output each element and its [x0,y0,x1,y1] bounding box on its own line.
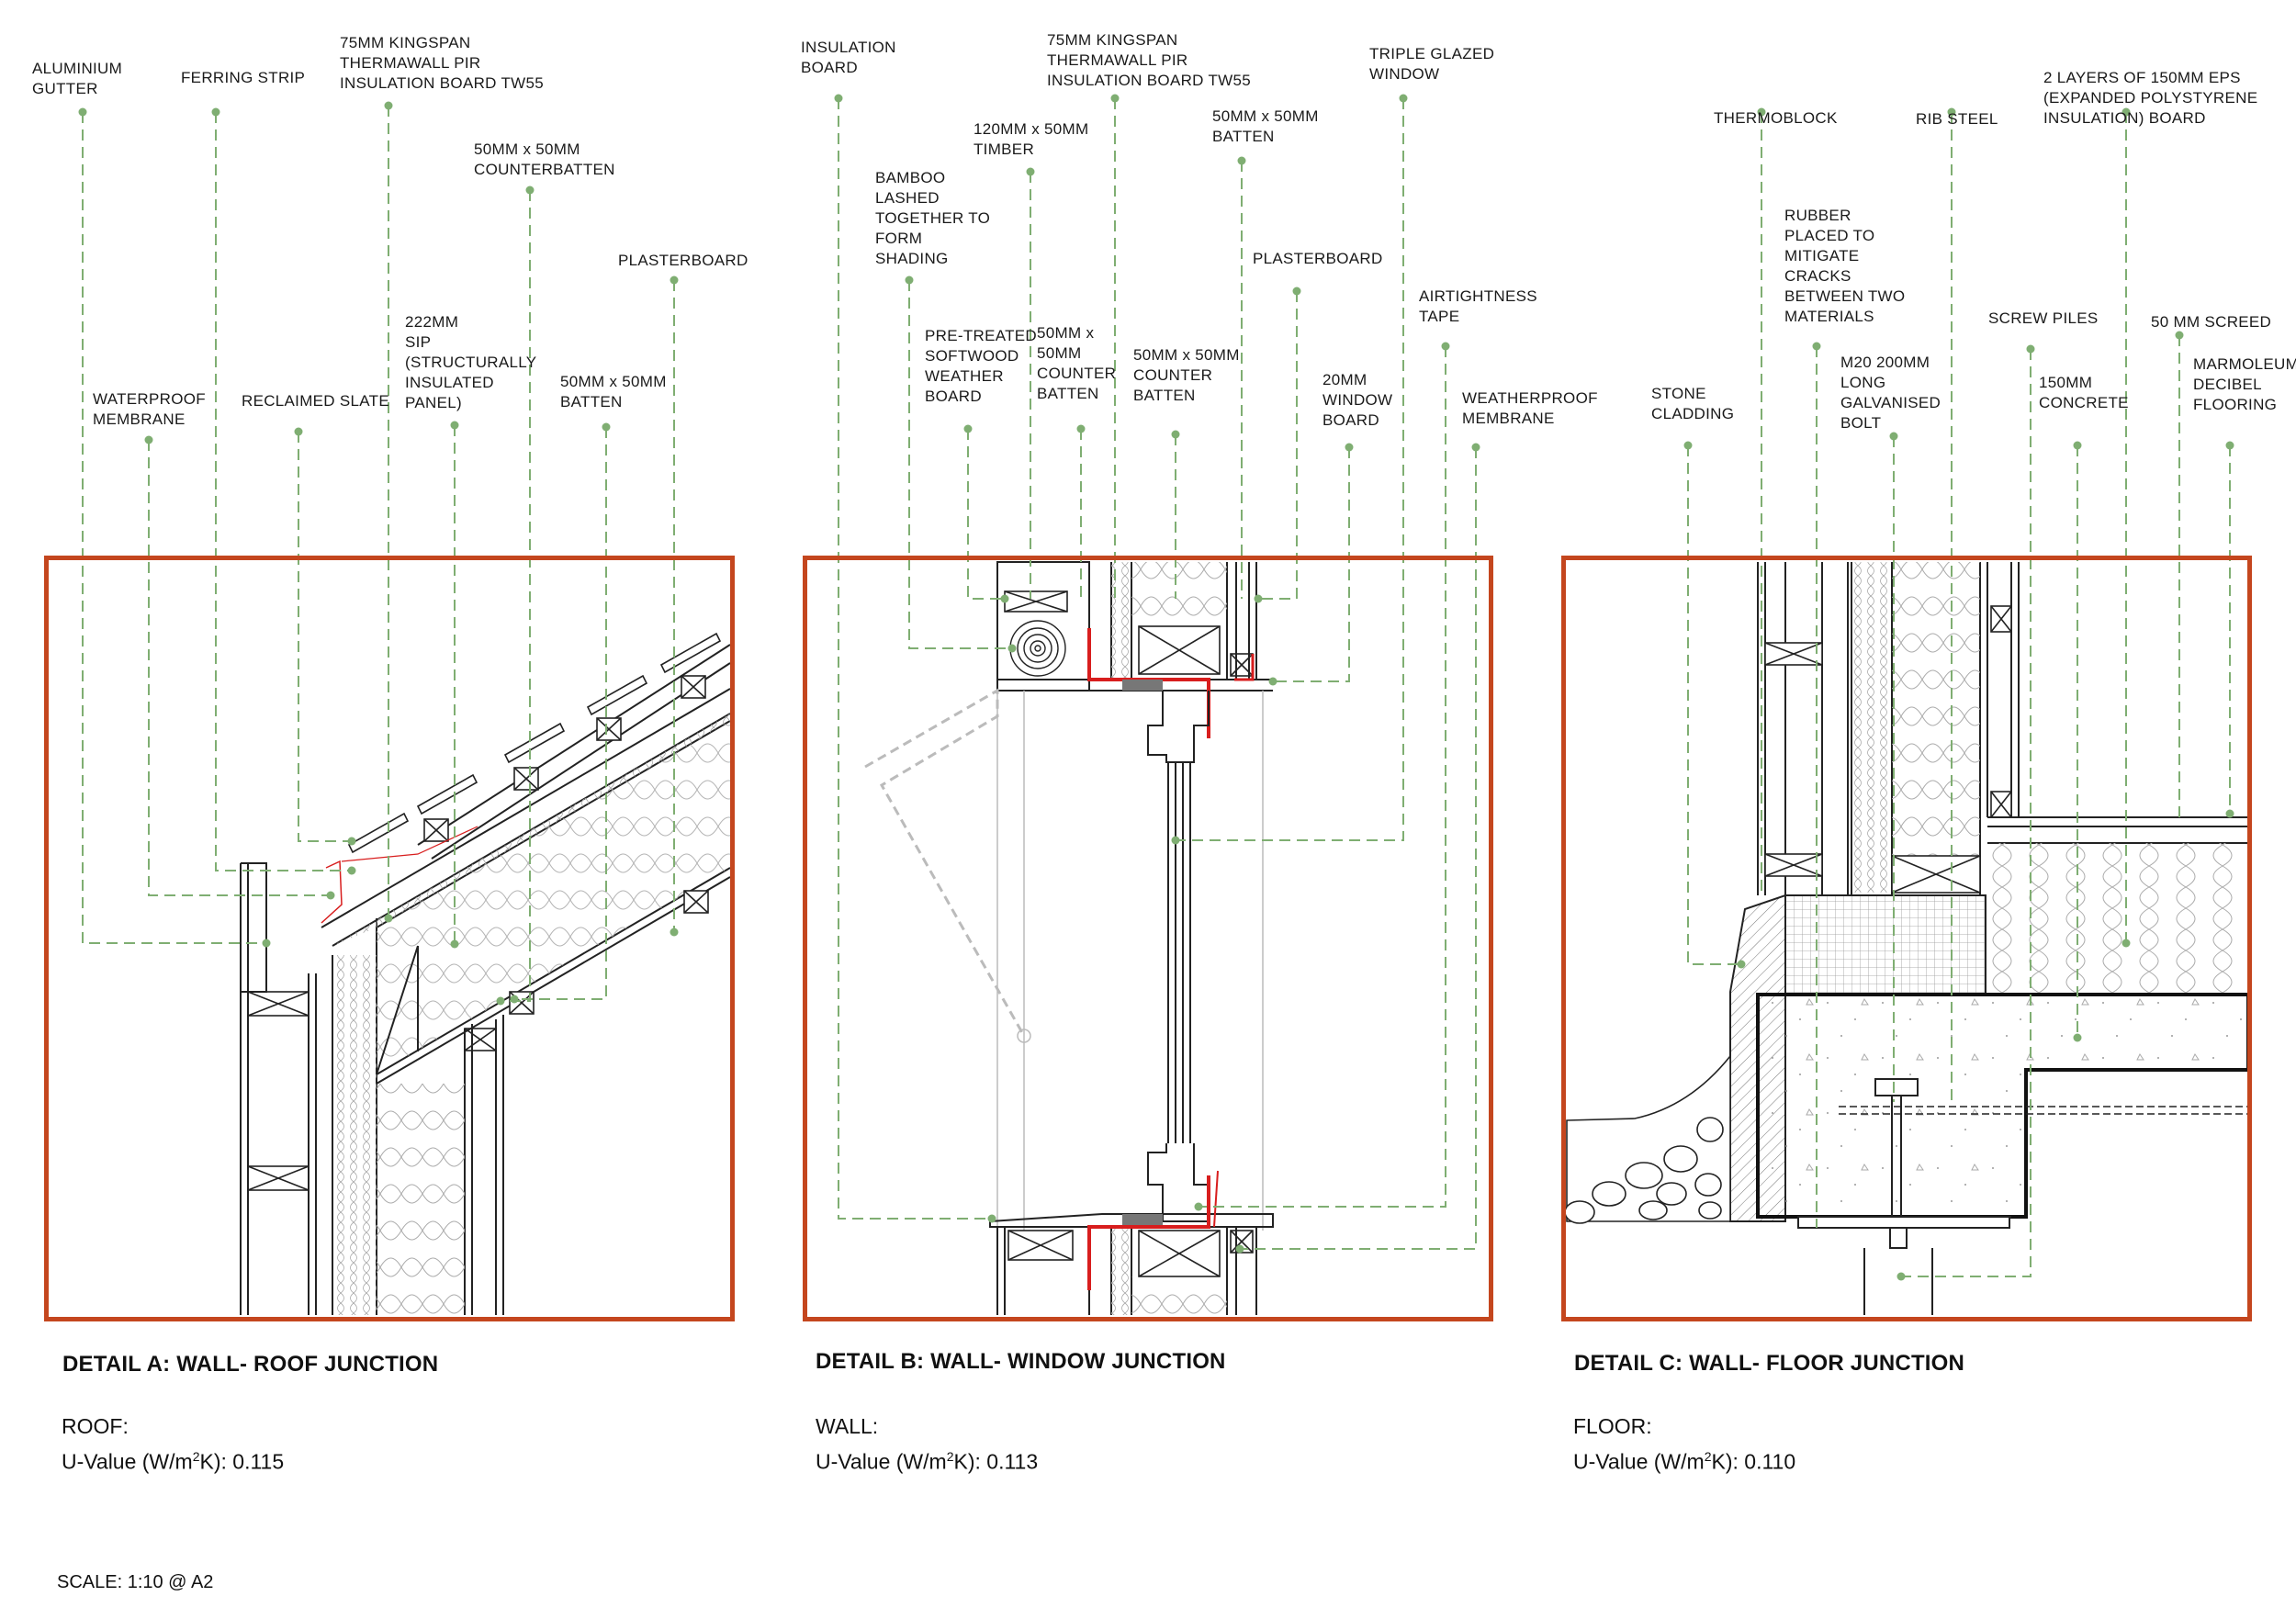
u-value-prefix: U-Value (W/m [62,1449,193,1474]
label-counterbatten-a: 50MM x 50MM COUNTERBATTEN [474,141,615,178]
u-value-sup: 2 [1704,1449,1712,1464]
label-batten-a: 50MM x 50MM BATTEN [560,373,667,410]
detail-b-frame [803,556,1493,1321]
detail-a-title: DETAIL A: WALL- ROOF JUNCTION [62,1352,439,1377]
label-window-board: 20MM WINDOW BOARD [1322,371,1393,429]
label-timber-120x50: 120MM x 50MM TIMBER [974,120,1089,158]
label-kingspan-b: 75MM KINGSPAN THERMAWALL PIR INSULATION … [1047,31,1251,89]
u-value-suffix: K): 0.110 [1711,1449,1796,1474]
leader-dots [78,94,2234,1281]
leader-lines [82,98,2231,1277]
label-concrete: 150MM CONCRETE [2039,374,2129,411]
detail-b-drawing [864,561,1274,1315]
label-thermoblock: THERMOBLOCK [1714,109,1838,127]
label-triple-glazed-window: TRIPLE GLAZED WINDOW [1369,45,1495,83]
label-plasterboard-b: PLASTERBOARD [1253,250,1383,267]
label-airtightness-tape: AIRTIGHTNESS TAPE [1419,287,1537,325]
label-counter-batten-b1: 50MM x 50MM COUNTER BATTEN [1037,324,1117,402]
detail-c-title: DETAIL C: WALL- FLOOR JUNCTION [1574,1351,1965,1376]
label-bamboo-shading: BAMBOO LASHED TOGETHER TO FORM SHADING [875,169,991,267]
detail-a-element-label: ROOF: [62,1414,129,1438]
label-galvanised-bolt: M20 200MM LONG GALVANISED BOLT [1840,354,1941,432]
label-rib-steel: RIB STEEL [1916,110,1998,128]
label-counter-batten-b2: 50MM x 50MM COUNTER BATTEN [1133,346,1240,404]
label-kingspan-a: 75MM KINGSPAN THERMAWALL PIR INSULATION … [340,34,544,92]
label-batten-b: 50MM x 50MM BATTEN [1212,107,1319,145]
label-rubber: RUBBER PLACED TO MITIGATE CRACKS BETWEEN… [1784,207,1906,325]
u-value-sup: 2 [192,1449,200,1464]
detail-c-u-value: U-Value (W/m2K): 0.110 [1573,1449,1795,1475]
label-insulation-board: INSULATION BOARD [801,39,896,76]
label-weather-board: PRE-TREATED SOFTWOOD WEATHER BOARD [925,327,1037,405]
label-marmoleum: MARMOLEUM DECIBEL FLOORING [2193,355,2296,413]
u-value-sup: 2 [946,1449,954,1464]
label-waterproof-membrane-a: WATERPROOF MEMBRANE [93,390,206,428]
detail-b-u-value: U-Value (W/m2K): 0.113 [816,1449,1038,1475]
detail-a-u-value: U-Value (W/m2K): 0.115 [62,1449,284,1475]
u-value-suffix: K): 0.115 [199,1449,285,1474]
scale-note: SCALE: 1:10 @ A2 [57,1572,214,1592]
u-value-prefix: U-Value (W/m [1573,1449,1705,1474]
u-value-suffix: K): 0.113 [953,1449,1039,1474]
label-eps-board: 2 LAYERS OF 150MM EPS (EXPANDED POLYSTYR… [2043,69,2258,127]
label-aluminium-gutter: ALUMINIUM GUTTER [32,60,123,97]
detail-a-drawing [240,632,731,1315]
detail-c-element-label: FLOOR: [1573,1414,1652,1438]
label-weatherproof-membrane-b: WEATHERPROOF MEMBRANE [1462,389,1598,427]
detail-c-frame [1561,556,2252,1321]
label-sip: 222MM SIP (STRUCTURALLY INSULATED PANEL) [405,313,537,411]
label-reclaimed-slate: RECLAIMED SLATE [242,392,390,410]
label-stone-cladding: STONE CLADDING [1651,385,1735,422]
detail-b-element-label: WALL: [816,1414,879,1438]
label-screed: 50 MM SCREED [2151,313,2272,331]
detail-a-frame [44,556,735,1321]
label-plasterboard-a: PLASTERBOARD [618,252,748,269]
u-value-prefix: U-Value (W/m [816,1449,947,1474]
label-ferring-strip: FERRING STRIP [181,69,306,86]
detail-c-drawing [1564,562,2250,1315]
label-screw-piles: SCREW PILES [1988,309,2099,327]
detail-b-title: DETAIL B: WALL- WINDOW JUNCTION [816,1349,1226,1374]
